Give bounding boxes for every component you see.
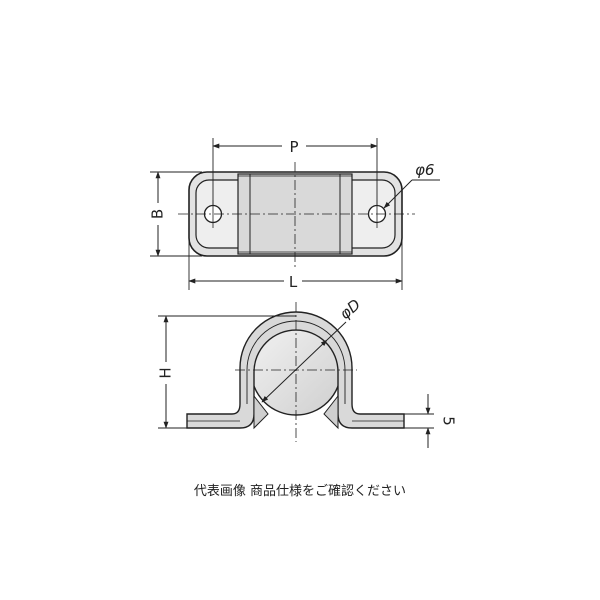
- dim-label-height: H: [157, 367, 175, 378]
- dim-label-hole-diameter: φ6: [415, 161, 434, 179]
- leader-hole-diameter: [383, 179, 413, 209]
- dim-label-thickness: 5: [440, 416, 458, 426]
- dim-label-length: L: [289, 273, 298, 291]
- caption-representative-image: 代表画像 商品仕様をご確認ください: [193, 484, 407, 499]
- top-view: P L B φ6: [149, 138, 440, 291]
- dim-label-pipe-diameter: φD: [336, 295, 364, 323]
- dim-label-width: B: [149, 209, 167, 219]
- front-view: φD H 5: [157, 295, 458, 448]
- dim-label-pitch: P: [289, 138, 298, 156]
- leader-pipe-diameter: [261, 339, 328, 403]
- support-left: [253, 394, 269, 430]
- support-right: [323, 394, 339, 430]
